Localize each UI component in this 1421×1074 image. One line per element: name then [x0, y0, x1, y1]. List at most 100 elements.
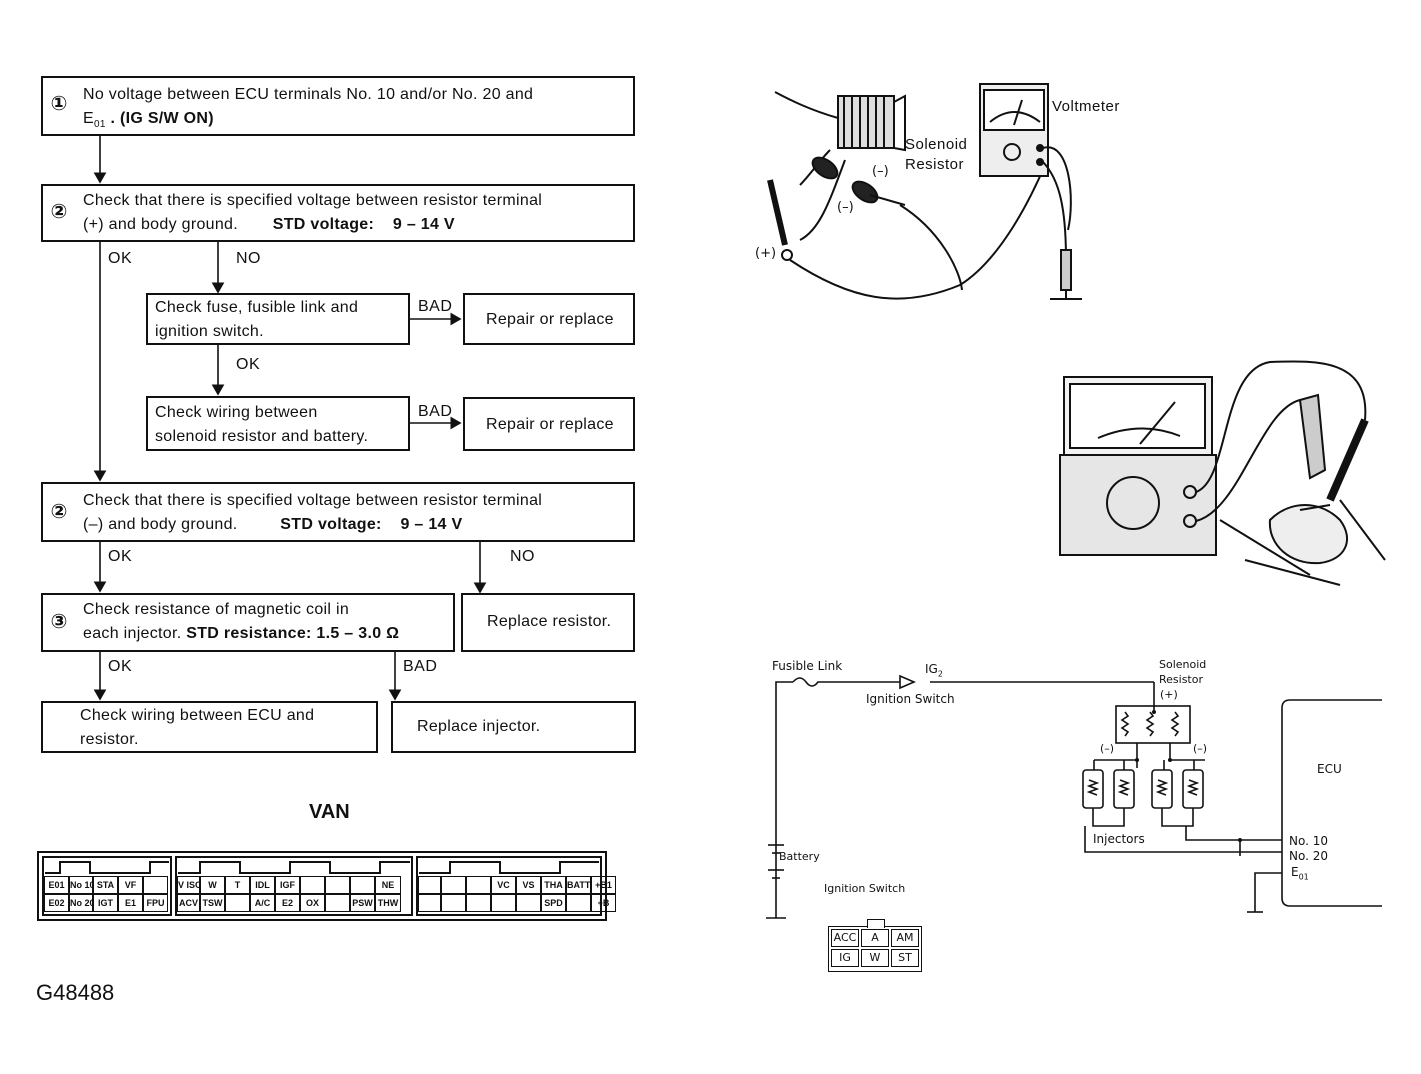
- minus-label: (–): [837, 200, 854, 215]
- ecu-wiring-text2: resistor.: [80, 731, 139, 748]
- ok-label: OK: [108, 658, 133, 675]
- step2b-box: ② Check that there is specified voltage …: [41, 482, 635, 542]
- ig2-label: IG2: [925, 662, 943, 678]
- minus-label: (–): [872, 164, 889, 179]
- ecu-label: ECU: [1317, 762, 1342, 776]
- step3-text2: each injector.: [83, 625, 182, 642]
- ig2-sub: 2: [937, 669, 943, 679]
- step2a-text2: (+) and body ground.: [83, 216, 238, 233]
- step-number: ②: [50, 201, 68, 223]
- bad-label: BAD: [403, 658, 438, 675]
- connector-pin: E02: [44, 894, 69, 912]
- no20-label: No. 20: [1289, 849, 1329, 863]
- connector-pin: THW: [375, 894, 401, 912]
- fuse-check-text: Check fuse, fusible link and: [155, 299, 359, 316]
- connector-pin: VC: [491, 876, 516, 894]
- connector-pin: [300, 876, 325, 894]
- switch-terminal: A: [861, 929, 889, 947]
- connector-pin: PSW: [350, 894, 375, 912]
- connector-pin: E2: [275, 894, 300, 912]
- connector-pin: [441, 894, 466, 912]
- e01-sub: 01: [1298, 872, 1309, 882]
- resistor-label: Resistor: [1159, 673, 1203, 686]
- replace-resistor-text: Replace resistor.: [487, 613, 612, 630]
- switch-terminal: AM: [891, 929, 919, 947]
- step3-text: Check resistance of magnetic coil in: [83, 601, 350, 618]
- bad-label: BAD: [418, 298, 453, 315]
- van-label: VAN: [309, 801, 350, 823]
- connector-pin: IGF: [275, 876, 300, 894]
- connector-pin: VS: [516, 876, 541, 894]
- connector-pin: IDL: [250, 876, 275, 894]
- step1-box: ① No voltage between ECU terminals No. 1…: [41, 76, 635, 136]
- figure-id: G48488: [36, 980, 115, 1005]
- std-voltage-value: 9 – 14 V: [392, 216, 455, 233]
- connector-pin: [516, 894, 541, 912]
- connector-pin: [350, 876, 375, 894]
- connector-pin: THA: [541, 876, 566, 894]
- step2a-text: Check that there is specified voltage be…: [83, 192, 543, 209]
- switch-terminal: IG: [831, 949, 859, 967]
- fusible-link-label: Fusible Link: [772, 659, 843, 673]
- connector-pin: FPU: [143, 894, 168, 912]
- no-label: NO: [236, 250, 261, 267]
- step2b-text: Check that there is specified voltage be…: [83, 492, 543, 509]
- ok-label: OK: [108, 548, 133, 565]
- solenoid-label: Solenoid: [905, 136, 968, 153]
- injectors-label: Injectors: [1093, 832, 1145, 846]
- connector-pin: [418, 876, 441, 894]
- no10-label: No. 10: [1289, 834, 1329, 848]
- minus-label: (–): [1100, 742, 1115, 755]
- step1-text: No voltage between ECU terminals No. 10 …: [83, 86, 534, 103]
- step1-text-e: E: [83, 110, 94, 127]
- connector-pin: NE: [375, 876, 401, 894]
- step-number: ②: [50, 501, 68, 523]
- plus-label: (+): [755, 246, 777, 261]
- wiring-check-text: Check wiring between: [155, 404, 318, 421]
- no-label: NO: [510, 548, 535, 565]
- e01-text: E: [1291, 865, 1299, 879]
- connector-pin: [491, 894, 516, 912]
- connector-pin: STA: [93, 876, 118, 894]
- connector-pin: SPD: [541, 894, 566, 912]
- connector-pin: [325, 876, 350, 894]
- minus-label: (–): [1193, 742, 1208, 755]
- step1-sub: 01: [93, 119, 106, 131]
- switch-terminal: W: [861, 949, 889, 967]
- resistor-label: Resistor: [905, 156, 965, 173]
- connector-pin: [225, 894, 250, 912]
- connector-pin: T: [225, 876, 250, 894]
- connector-pin: W: [200, 876, 225, 894]
- std-voltage-label: STD voltage:: [280, 516, 382, 533]
- step2a-box: ② Check that there is specified voltage …: [41, 184, 635, 242]
- repair-box-2: Repair or replace: [463, 397, 635, 451]
- voltmeter-label: Voltmeter: [1052, 98, 1120, 115]
- connector-pin: [325, 894, 350, 912]
- wiring-check-box: Check wiring between solenoid resistor a…: [146, 396, 410, 451]
- fuse-check-text2: ignition switch.: [155, 323, 264, 340]
- connector-pin: [466, 876, 491, 894]
- repair-box-1: Repair or replace: [463, 293, 635, 345]
- repair-text: Repair or replace: [486, 311, 614, 328]
- connector-pin: +B1: [591, 876, 616, 894]
- step1-condition: . (IG S/W ON): [105, 110, 214, 127]
- connector-pin: ACV: [177, 894, 200, 912]
- ig2-text: IG: [925, 662, 938, 676]
- connector-pin: OX: [300, 894, 325, 912]
- plus-label: (+): [1160, 688, 1178, 701]
- connector-pin: TSW: [200, 894, 225, 912]
- replace-injector-text: Replace injector.: [417, 718, 541, 735]
- connector-pin: [418, 894, 441, 912]
- solenoid-label: Solenoid: [1159, 658, 1207, 671]
- std-voltage-label: STD voltage:: [272, 216, 375, 233]
- connector-pin: BATT: [566, 876, 591, 894]
- connector-pin: E1: [118, 894, 143, 912]
- ecu-wiring-text: Check wiring between ECU and: [80, 707, 315, 724]
- e01-label: E01: [1291, 865, 1309, 881]
- replace-injector-box: Replace injector.: [391, 701, 636, 753]
- connector-pin: IGT: [93, 894, 118, 912]
- connector-pin: [566, 894, 591, 912]
- std-resistance-label: STD resistance:: [186, 625, 312, 642]
